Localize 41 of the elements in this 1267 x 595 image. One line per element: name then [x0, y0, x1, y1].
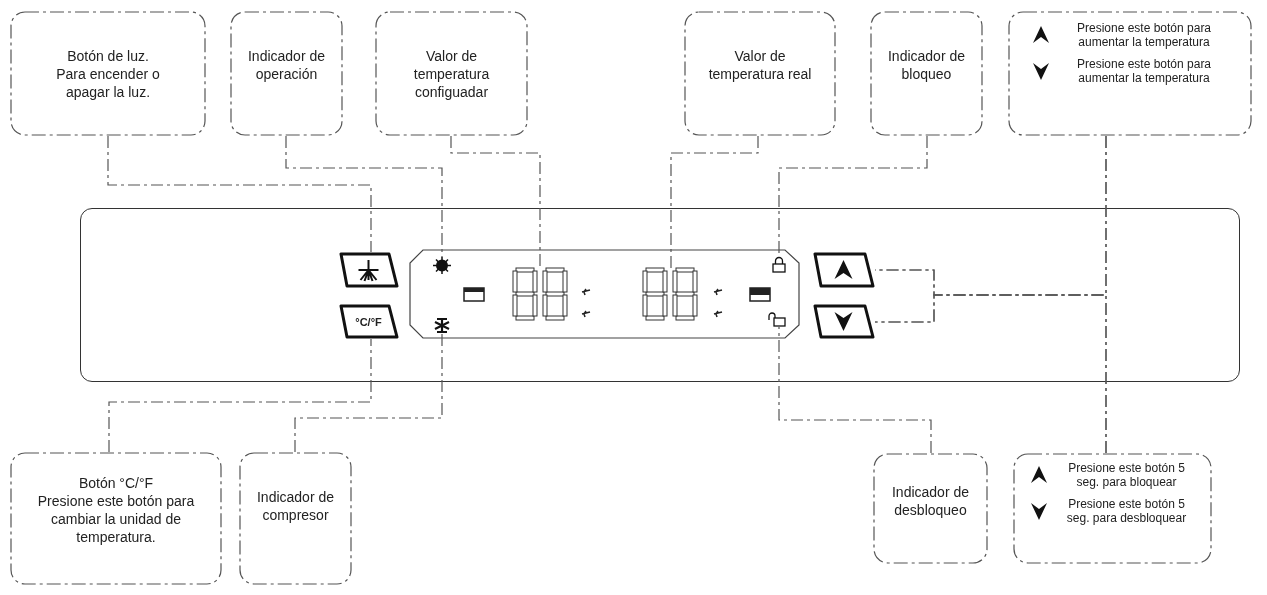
callout-text: Presione este botón para aumentar la temperatura [1075, 57, 1213, 85]
down-button [812, 304, 875, 339]
callout-text: Presione este botón 5 seg. para desbloquear [1065, 497, 1188, 525]
callout-text: Para encender o apagar la luz. [55, 65, 161, 101]
callout-text: Indicador de desbloqueo [890, 483, 971, 519]
digit-display [512, 268, 569, 320]
callout-text: Botón °C/°F [78, 474, 154, 492]
callout-box [10, 452, 222, 585]
callout-box [239, 452, 352, 585]
callout-text: Indicador de bloqueo [886, 47, 967, 83]
leader-line [285, 135, 443, 258]
callout-text: Valor de temperatura real [707, 47, 813, 83]
sun-icon [433, 257, 451, 274]
callout-box [684, 11, 836, 136]
callout-box [375, 11, 528, 136]
light-button [338, 252, 399, 288]
callout-box [873, 453, 988, 564]
digit-display [642, 268, 699, 320]
callout-box [1008, 11, 1252, 136]
callout-box [1013, 453, 1212, 564]
unit-button: °C/°F [338, 304, 399, 339]
callout-text: Valor de temperatura configuadar [412, 47, 491, 101]
leader-line [108, 338, 372, 453]
callout-text: Presione este botón 5 seg. para bloquear [1067, 461, 1186, 489]
leader-line [670, 135, 759, 269]
leader-line [450, 135, 541, 269]
leader-line [778, 326, 932, 454]
callout-text: Indicador de operación [246, 47, 327, 83]
callout-box [10, 11, 206, 136]
callout-box [870, 11, 983, 136]
leader-line [294, 332, 443, 453]
unlock-icon [768, 312, 786, 327]
callout-text: Presione este botón para aumentar la temperatura [1075, 21, 1213, 49]
callout-box [230, 11, 343, 136]
up-button [812, 252, 875, 288]
callout-text: Indicador de compresor [255, 488, 336, 524]
leader-line [107, 135, 372, 253]
fan-icon [433, 318, 451, 333]
lock-icon [772, 256, 786, 273]
callout-text: Botón de luz. [67, 47, 149, 65]
callout-text: Presione este botón para cambiar la unidad de temperatura. [36, 492, 196, 546]
